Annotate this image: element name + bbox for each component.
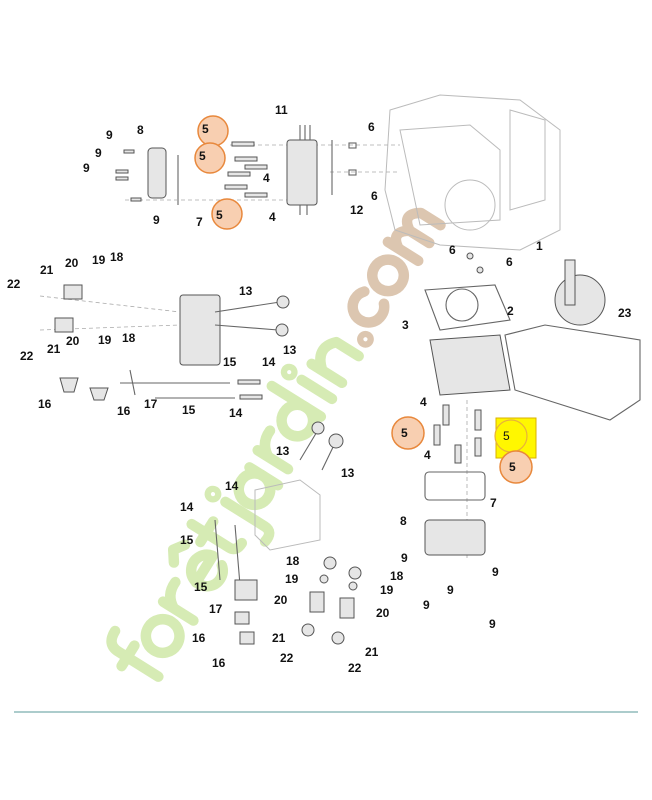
callout[interactable]: 18 — [390, 569, 404, 583]
callout[interactable]: 5 — [202, 122, 209, 136]
callouts-right: 1 6 6 2 23 3 4 5 5 4 5 7 8 9 9 9 9 9 — [400, 239, 632, 631]
valve-train-left — [39, 284, 290, 401]
callout[interactable]: 9 — [153, 213, 160, 227]
callout[interactable]: 16 — [38, 397, 52, 411]
callout[interactable]: 13 — [341, 466, 355, 480]
callout[interactable]: 6 — [506, 255, 513, 269]
callout[interactable]: 12 — [350, 203, 364, 217]
callout[interactable]: 17 — [144, 397, 158, 411]
callout[interactable]: 16 — [192, 631, 206, 645]
callout[interactable]: 9 — [401, 551, 408, 565]
callout[interactable]: 22 — [7, 277, 21, 291]
highlight-circle[interactable] — [391, 416, 425, 450]
callout[interactable]: 18 — [110, 250, 124, 264]
callout[interactable]: 4 — [420, 395, 427, 409]
callout[interactable]: 7 — [196, 215, 203, 229]
callout[interactable]: 1 — [536, 239, 543, 253]
callout[interactable]: 20 — [274, 593, 288, 607]
callout[interactable]: 5 — [503, 429, 510, 443]
callout[interactable]: 15 — [223, 355, 237, 369]
callout[interactable]: 13 — [283, 343, 297, 357]
callout[interactable]: 15 — [194, 580, 208, 594]
callout[interactable]: 4 — [269, 210, 276, 224]
engine-block — [384, 94, 561, 251]
callouts-top: 11 9 8 6 9 9 5 5 5 4 4 9 7 12 6 — [83, 103, 378, 229]
selected-circle[interactable] — [494, 419, 528, 453]
callout[interactable]: 20 — [65, 256, 79, 270]
valve-train-bottom — [214, 421, 362, 645]
callout[interactable]: 20 — [376, 606, 390, 620]
callout[interactable]: 9 — [106, 128, 113, 142]
callout[interactable]: 3 — [402, 318, 409, 332]
callout[interactable]: 18 — [286, 554, 300, 568]
callout[interactable]: 15 — [180, 533, 194, 547]
callout[interactable]: 19 — [380, 583, 394, 597]
callout[interactable]: 4 — [424, 448, 431, 462]
callout[interactable]: 22 — [20, 349, 34, 363]
callout[interactable]: 9 — [492, 565, 499, 579]
callouts-bottom: 13 13 14 14 15 18 19 20 15 17 16 16 21 2… — [180, 444, 404, 675]
callout[interactable]: 11 — [275, 103, 288, 117]
callout[interactable]: 6 — [449, 243, 456, 257]
callout[interactable]: 16 — [117, 404, 131, 418]
callout[interactable]: 14 — [180, 500, 194, 514]
callout[interactable]: 8 — [137, 123, 144, 137]
callout[interactable]: 6 — [368, 120, 375, 134]
callout[interactable]: 22 — [280, 651, 294, 665]
highlight-circle[interactable] — [194, 142, 226, 174]
callout[interactable]: 21 — [365, 645, 379, 659]
cylinder-head-right — [424, 252, 641, 560]
callout[interactable]: 20 — [66, 334, 80, 348]
callout[interactable]: 13 — [239, 284, 253, 298]
callout[interactable]: 19 — [92, 253, 106, 267]
callout[interactable]: 16 — [212, 656, 226, 670]
callout[interactable]: 5 — [401, 426, 408, 440]
highlight-circle[interactable] — [499, 450, 533, 484]
top-assembly — [115, 125, 400, 215]
callout[interactable]: 9 — [95, 146, 102, 160]
callout[interactable]: 13 — [276, 444, 290, 458]
callout[interactable]: 19 — [98, 333, 112, 347]
callout[interactable]: 21 — [272, 631, 286, 645]
highlight-circle[interactable] — [211, 198, 243, 230]
callout[interactable]: 15 — [182, 403, 196, 417]
callout[interactable]: 7 — [490, 496, 497, 510]
callout[interactable]: 4 — [263, 171, 270, 185]
callout[interactable]: 14 — [225, 479, 239, 493]
callout[interactable]: 23 — [618, 306, 632, 320]
callout[interactable]: 5 — [216, 208, 223, 222]
callout[interactable]: 6 — [371, 189, 378, 203]
callout[interactable]: 9 — [489, 617, 496, 631]
callout[interactable]: 21 — [47, 342, 61, 356]
callout[interactable]: 18 — [122, 331, 136, 345]
watermark — [106, 207, 446, 682]
callout[interactable]: 9 — [423, 598, 430, 612]
callout[interactable]: 21 — [40, 263, 54, 277]
callout[interactable]: 22 — [348, 661, 362, 675]
callout[interactable]: 17 — [209, 602, 223, 616]
callout[interactable]: 5 — [509, 460, 516, 474]
callout[interactable]: 19 — [285, 572, 299, 586]
callout[interactable]: 5 — [199, 149, 206, 163]
callout[interactable]: 2 — [507, 304, 514, 318]
callout[interactable]: 14 — [229, 406, 243, 420]
callout[interactable]: 9 — [447, 583, 454, 597]
callouts-mid-left: 22 21 20 19 18 13 13 22 21 20 19 18 15 1… — [7, 250, 297, 420]
callout[interactable]: 9 — [83, 161, 90, 175]
callout[interactable]: 14 — [262, 355, 276, 369]
callout[interactable]: 8 — [400, 514, 407, 528]
